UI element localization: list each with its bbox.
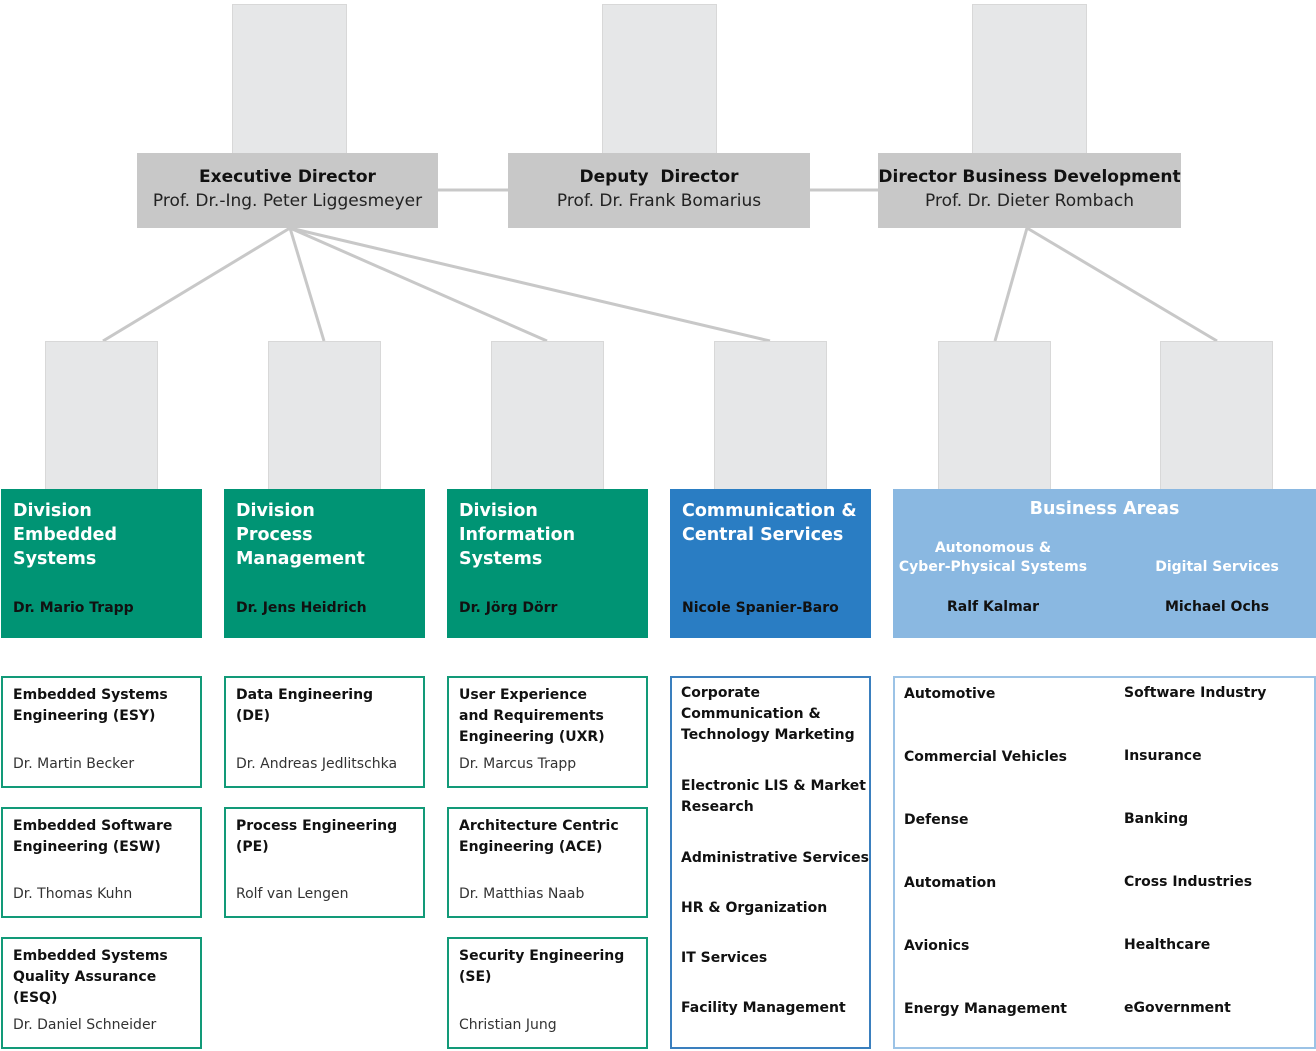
service-item: HR & Organization [681, 900, 828, 916]
executive-director-box: Executive Director Prof. Dr.-Ing. Peter … [137, 153, 438, 228]
industry-item: Automation [904, 875, 997, 891]
division-head: Dr. Jörg Dörr [459, 600, 558, 616]
department-head: Dr. Marcus Trapp [459, 756, 577, 772]
director-title: Deputy Director [579, 167, 739, 187]
director-title: Executive Director [199, 167, 376, 187]
industry-item: Commercial Vehicles [904, 749, 1067, 765]
department-box: User Experience and Requirements Enginee… [447, 676, 648, 788]
industry-item: Software Industry [1124, 685, 1267, 701]
department-head: Dr. Daniel Schneider [13, 1017, 157, 1033]
director-name: Prof. Dr.-Ing. Peter Liggesmeyer [152, 191, 423, 211]
portrait-photo-communication [714, 341, 827, 490]
portrait-photo-division-embedded [45, 341, 158, 490]
division-information-systems: Division Information Systems Dr. Jörg Dö… [447, 489, 648, 638]
industry-item: Cross Industries [1124, 874, 1253, 890]
department-box: Data Engineering (DE) Dr. Andreas Jedlit… [224, 676, 425, 788]
department-name: User Experience and Requirements Enginee… [459, 687, 605, 745]
department-box: Process Engineering (PE) Rolf van Lengen [224, 807, 425, 918]
portrait-photo-division-process [268, 341, 381, 490]
industry-item: Healthcare [1124, 937, 1211, 953]
portrait-photo-division-information [491, 341, 604, 490]
director-title: Director Business Development [878, 167, 1181, 187]
department-name: Data Engineering (DE) [236, 687, 374, 724]
department-head: Christian Jung [459, 1017, 557, 1033]
division-head: Nicole Spanier-Baro [682, 600, 839, 616]
industry-item: Insurance [1124, 748, 1202, 764]
industry-item: Avionics [904, 938, 970, 954]
service-item: Administrative Services [681, 850, 869, 866]
department-name: Architecture Centric Engineering (ACE) [459, 818, 619, 855]
department-box: Embedded Systems Engineering (ESY) Dr. M… [1, 676, 202, 788]
director-name: Prof. Dr. Frank Bomarius [556, 191, 762, 211]
department-box: Embedded Systems Quality Assurance (ESQ)… [1, 937, 202, 1049]
service-item: Electronic LIS & Market Research [681, 778, 866, 815]
department-box: Embedded Software Engineering (ESW) Dr. … [1, 807, 202, 918]
department-name: Embedded Systems Quality Assurance (ESQ) [13, 948, 168, 1006]
division-head: Dr. Jens Heidrich [236, 600, 367, 616]
department-head: Dr. Thomas Kuhn [13, 886, 133, 902]
director-business-development-box: Director Business Development Prof. Dr. … [878, 153, 1181, 228]
department-head: Rolf van Lengen [236, 886, 349, 902]
business-areas-title: Business Areas [1029, 499, 1180, 519]
division-title: Division Information Systems [459, 501, 576, 569]
portrait-photo-deputy-director [602, 4, 717, 154]
director-name: Prof. Dr. Dieter Rombach [925, 191, 1134, 211]
business-area-head: Michael Ochs [1164, 599, 1270, 615]
industry-item: Defense [904, 812, 969, 828]
division-embedded-systems: Division Embedded Systems Dr. Mario Trap… [1, 489, 202, 638]
service-item: Facility Management [681, 1000, 846, 1016]
business-area-name: Autonomous & Cyber-Physical Systems [898, 540, 1088, 575]
service-item: IT Services [681, 950, 768, 966]
division-title: Communication & Central Services [682, 501, 857, 545]
business-area-head: Ralf Kalmar [946, 599, 1040, 615]
communication-central-services: Communication & Central Services Nicole … [670, 489, 871, 638]
central-services-list: Corporate Communication & Technology Mar… [670, 676, 871, 1049]
service-item: Corporate Communication & Technology Mar… [681, 685, 855, 743]
portrait-photo-autonomous [938, 341, 1051, 490]
department-head: Dr. Martin Becker [13, 756, 135, 772]
department-box: Architecture Centric Engineering (ACE) D… [447, 807, 648, 918]
business-area-name: Digital Services [1155, 559, 1279, 575]
business-areas-box: Business Areas Autonomous & Cyber-Physic… [893, 489, 1316, 638]
department-head: Dr. Andreas Jedlitschka [236, 756, 398, 772]
portrait-photo-director-business-development [972, 4, 1087, 154]
portrait-photo-digital-services [1160, 341, 1273, 490]
portrait-photo-executive-director [232, 4, 347, 154]
industry-item: Banking [1124, 811, 1189, 827]
division-process-management: Division Process Management Dr. Jens Hei… [224, 489, 425, 638]
industries-list: Automotive Commercial Vehicles Defense A… [893, 676, 1316, 1049]
division-title: Division Embedded Systems [13, 501, 118, 569]
department-name: Embedded Systems Engineering (ESY) [13, 687, 168, 724]
industry-item: Automotive [904, 686, 996, 702]
industry-item: Energy Management [904, 1001, 1068, 1017]
department-name: Security Engineering (SE) [459, 948, 625, 985]
department-name: Embedded Software Engineering (ESW) [13, 818, 173, 855]
division-head: Dr. Mario Trapp [13, 600, 134, 616]
department-box: Security Engineering (SE) Christian Jung [447, 937, 648, 1049]
department-head: Dr. Matthias Naab [459, 886, 585, 902]
department-name: Process Engineering (PE) [236, 818, 398, 855]
division-title: Division Process Management [236, 501, 365, 569]
industry-item: eGovernment [1124, 1000, 1231, 1016]
deputy-director-box: Deputy Director Prof. Dr. Frank Bomarius [508, 153, 810, 228]
